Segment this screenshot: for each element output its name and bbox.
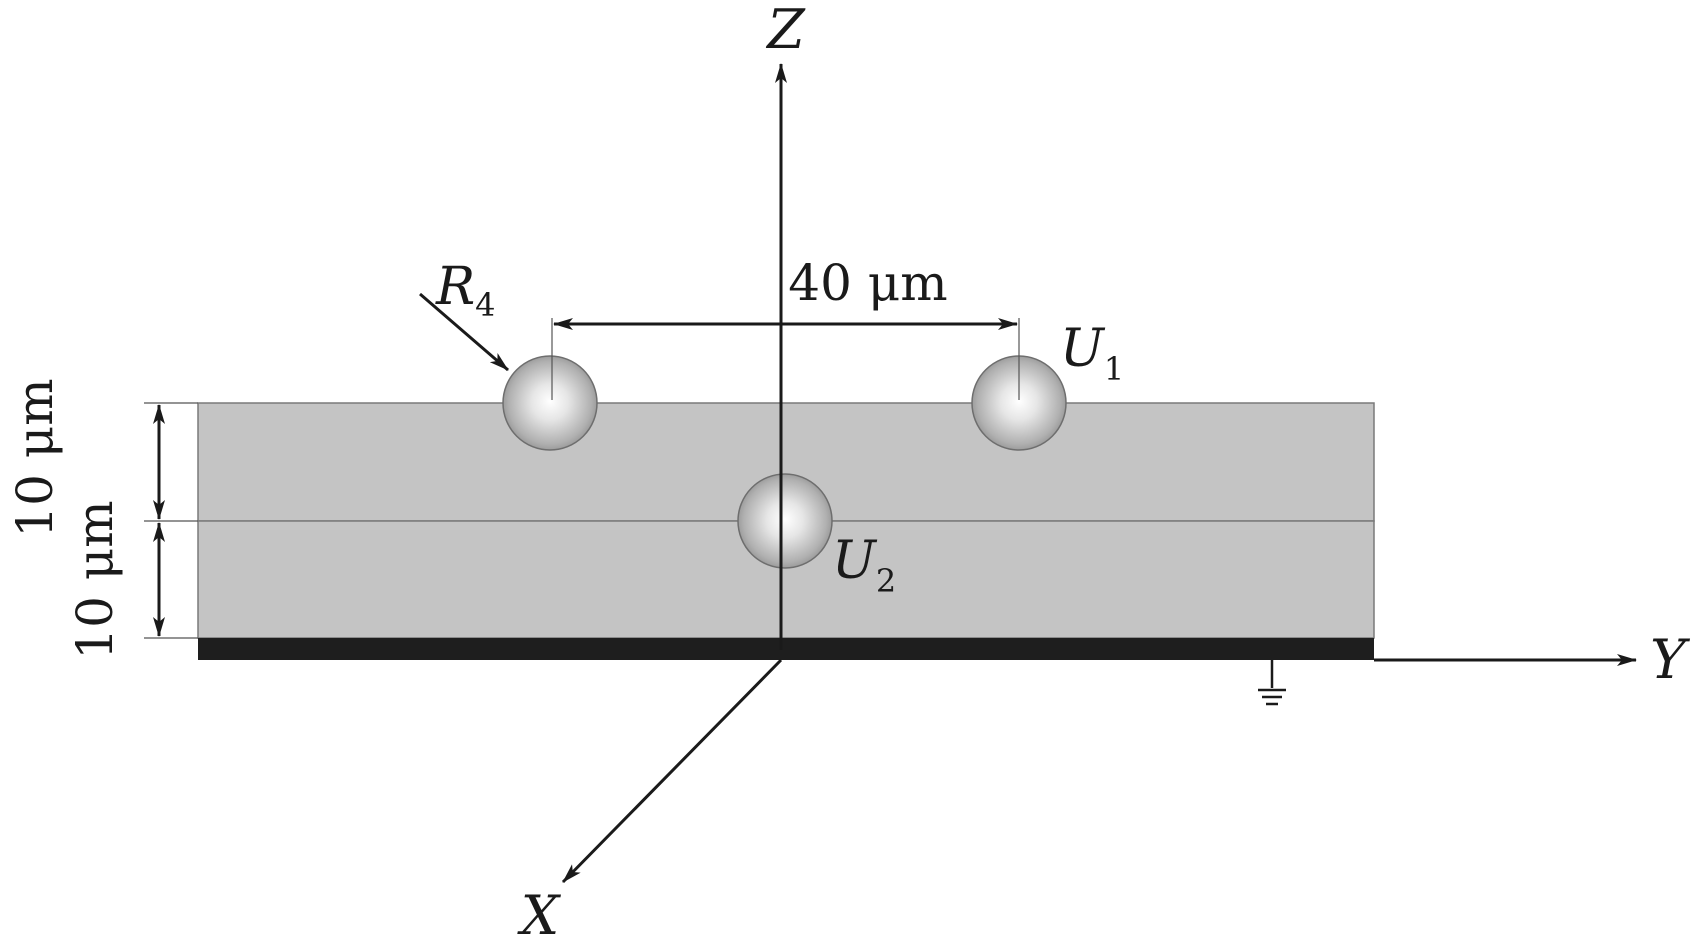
vdim-upper-label: 10 μm <box>6 378 64 537</box>
ground-electrode <box>198 638 1374 660</box>
x-axis <box>561 658 783 884</box>
z-axis-label: Z <box>765 0 806 61</box>
sphere-r4 <box>502 355 598 451</box>
sphere-u2 <box>737 473 833 569</box>
u1-label: U1 <box>1060 319 1124 388</box>
ground-icon <box>1258 660 1286 706</box>
dim-40um-label: 40 μm <box>788 254 947 312</box>
r4-label: R4 <box>435 257 496 324</box>
u2-label: U2 <box>832 531 896 600</box>
vdim-lower-label: 10 μm <box>66 500 124 659</box>
x-axis-label: X <box>517 884 562 944</box>
y-axis-label: Y <box>1650 628 1690 691</box>
r4-pointer <box>419 292 509 372</box>
